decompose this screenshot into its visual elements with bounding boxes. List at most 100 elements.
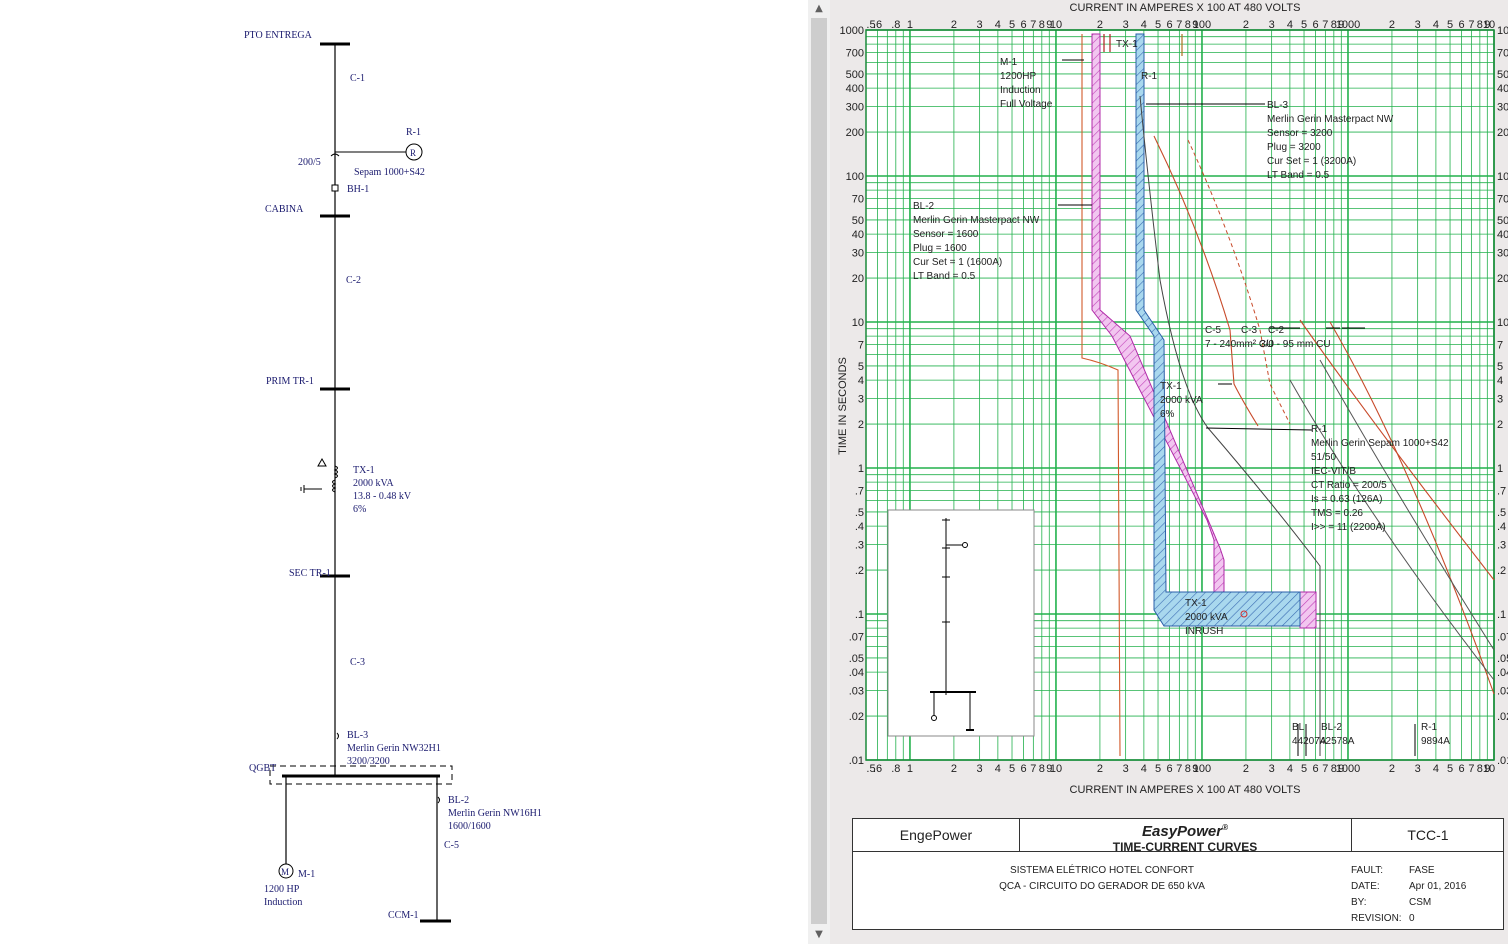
x-tick-label-top: 8 <box>1039 19 1045 31</box>
cable-label: C-3 <box>350 657 365 668</box>
y-tick-label-left: .07 <box>849 632 864 644</box>
inset-one-line-thumbnail[interactable] <box>887 509 1035 737</box>
x-tick-label-bottom: 7 <box>1322 763 1328 775</box>
m1-motor-curve[interactable] <box>1081 34 1121 757</box>
scroll-up-arrow-icon[interactable]: ▲ <box>815 3 823 14</box>
system-name: SISTEMA ELÉTRICO HOTEL CONFORT <box>1010 865 1194 876</box>
scrollbar-thumb[interactable] <box>811 18 827 924</box>
scroll-down-arrow-icon[interactable]: ▼ <box>815 929 823 940</box>
r1-label-line: R-1 <box>1311 424 1328 435</box>
by-key: BY: <box>1351 897 1367 908</box>
relay-symbol[interactable] <box>405 143 423 161</box>
x-tick-label-top: 6 <box>1167 19 1173 31</box>
x-tick-label-bottom: 7 <box>1176 763 1182 775</box>
y-tick-label-left: 30 <box>852 247 864 259</box>
x-tick-label-top: 9 <box>1338 19 1344 31</box>
vertical-scrollbar[interactable]: ▲ ▼ <box>808 0 830 944</box>
revision-value: 0 <box>1409 913 1415 924</box>
x-tick-label-top: 2 <box>1389 19 1395 31</box>
bl2-curve-band[interactable] <box>1091 33 1317 629</box>
y-tick-label-right: .03 <box>1497 685 1508 697</box>
x-tick-label-top: 5 <box>1301 19 1307 31</box>
x-tick-label-bottom: 5 <box>1447 763 1453 775</box>
y-tick-label-left: 100 <box>846 171 864 183</box>
x-tick-label-bottom: 8 <box>1477 763 1483 775</box>
product-box: EasyPower® TIME-CURRENT CURVES <box>1019 819 1351 854</box>
tx1-label-line: 2000 kVA <box>1160 395 1203 406</box>
y-tick-label-right: 7 <box>1497 340 1503 352</box>
bus-label: PTO ENTREGA <box>244 30 313 41</box>
y-tick-label-right: 30 <box>1497 247 1508 259</box>
relay-symbol-letter: R <box>410 148 416 158</box>
tx-impedance: 6% <box>353 504 366 515</box>
bl3-rating: 3200/3200 <box>347 756 390 767</box>
x-tick-label-top: 4 <box>1141 19 1147 31</box>
r1-relay-curve[interactable] <box>1139 95 1321 756</box>
y-tick-label-right: 50 <box>1497 215 1508 227</box>
motor-rating: 1200 HP <box>264 884 300 895</box>
y-tick-label-right: 200 <box>1497 127 1508 139</box>
bl2-label-line: Sensor = 1600 <box>913 229 979 240</box>
x-tick-label-top: .8 <box>891 19 900 31</box>
bus-label: QGBT <box>249 763 276 774</box>
bl3-curve-band[interactable] <box>1135 33 1301 627</box>
y-tick-label-left: .7 <box>855 486 864 498</box>
tx1-inrush-label-line: 2000 kVA <box>1185 612 1228 623</box>
motor-symbol[interactable] <box>278 863 294 879</box>
fault-marker-value: 9894A <box>1421 736 1450 747</box>
tx1-inrush-label-line: TX-1 <box>1185 598 1207 609</box>
c5-cable-curve[interactable] <box>1153 135 1259 427</box>
x-tick-label-top: 3 <box>1415 19 1421 31</box>
m1-label-line: Induction <box>1000 85 1041 96</box>
bl3-long-curve[interactable] <box>1329 321 1495 695</box>
y-tick-label-left: .3 <box>855 539 864 551</box>
y-tick-label-left: 10 <box>852 317 864 329</box>
x-tick-label-top: 10 <box>1050 19 1062 31</box>
y-tick-label-left: .03 <box>849 685 864 697</box>
drawing-id-box: TCC-1 <box>1351 819 1504 852</box>
y-tick-label-right: .7 <box>1497 486 1506 498</box>
bus-label: SEC TR-1 <box>289 568 331 579</box>
x-tick-label-bottom: 8 <box>1185 763 1191 775</box>
c2-cable-curve[interactable] <box>1299 319 1495 581</box>
bl2-label-line: Cur Set = 1 (1600A) <box>913 257 1002 268</box>
company-name: EngePower <box>899 827 973 843</box>
transformer-symbol[interactable] <box>332 465 338 493</box>
bus-label: CABINA <box>265 204 304 215</box>
x-tick-label-bottom: .8 <box>891 763 900 775</box>
x-tick-label-bottom: 8 <box>1039 763 1045 775</box>
x-tick-label-top: 9 <box>1484 19 1490 31</box>
r1-top-label: R-1 <box>1141 71 1158 82</box>
y-tick-label-left: 500 <box>846 69 864 81</box>
y-tick-label-right: .3 <box>1497 539 1506 551</box>
cable-label: C-5 <box>1205 325 1222 336</box>
x-tick-label-bottom: 4 <box>995 763 1001 775</box>
cable-label: C-3 <box>1241 325 1258 336</box>
y-tick-label-right: 700 <box>1497 48 1508 60</box>
title-block: EngePower EasyPower® TIME-CURRENT CURVES… <box>852 818 1504 930</box>
x-tick-label-bottom: 4 <box>1287 763 1293 775</box>
c3-cable-curve[interactable] <box>1187 139 1291 425</box>
y-tick-label-right: 1 <box>1497 463 1503 475</box>
x-tick-label-bottom: 3 <box>1269 763 1275 775</box>
x-tick-label-top: .5 <box>866 19 875 31</box>
y-tick-label-left: .01 <box>849 755 864 767</box>
x-tick-label-bottom: 6 <box>1459 763 1465 775</box>
y-tick-label-left: 300 <box>846 101 864 113</box>
x-tick-label-top: 2 <box>1097 19 1103 31</box>
y-tick-label-left: .4 <box>855 521 864 533</box>
date-key: DATE: <box>1351 881 1380 892</box>
x-tick-label-bottom: 3 <box>977 763 983 775</box>
x-tick-label-bottom: 100 <box>1193 763 1211 775</box>
y-tick-label-left: 1000 <box>840 25 864 37</box>
x-tick-label-bottom: 4 <box>1141 763 1147 775</box>
y-tick-label-left: .2 <box>855 565 864 577</box>
bh1-switch[interactable] <box>331 184 339 192</box>
switch-id: BH-1 <box>347 184 369 195</box>
cable-label: C-1 <box>350 73 365 84</box>
y-tick-label-left: 7 <box>858 340 864 352</box>
x-tick-label-bottom: 4 <box>1433 763 1439 775</box>
product-name: EasyPower <box>1142 823 1223 840</box>
one-line-diagram[interactable]: PTO ENTREGA CABINA PRIM TR-1 SEC TR-1 QG… <box>0 0 808 944</box>
